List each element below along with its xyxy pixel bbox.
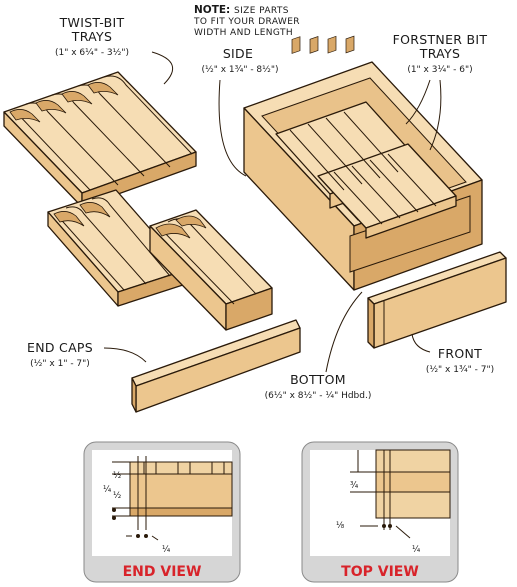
top-view-panel: ¾ ⅛ ¼ TOP VIEW <box>301 441 459 583</box>
label-bottom: BOTTOM (6½" x 8½" - ¼" Hdbd.) <box>265 291 372 401</box>
end-view-title: END VIEW <box>123 564 202 580</box>
end-view-panel: ¼ ½ ½ ¼ END VIEW <box>83 441 241 583</box>
side-dims: (½" x 1¾" - 8½") <box>201 65 278 75</box>
twist-bit-trays-title-2: TRAYS <box>71 29 112 44</box>
bottom-dims: (6½" x 8½" - ¼" Hdbd.) <box>265 391 372 401</box>
label-side: SIDE (½" x 1¾" - 8½") <box>201 46 279 177</box>
front-title: FRONT <box>438 346 482 361</box>
top-view-dim-c: ¼ <box>412 545 420 555</box>
label-end-caps: END CAPS (½" x 1" - 7") <box>27 340 147 369</box>
twist-bit-trays-dims: (1" x 6¼" - 3½") <box>55 48 129 58</box>
end-caps-dims: (½" x 1" - 7") <box>30 359 90 369</box>
twist-bit-trays-single <box>149 209 273 331</box>
top-view-title: TOP VIEW <box>341 564 419 580</box>
top-view-dim-b: ⅛ <box>336 521 344 531</box>
forstner-trays <box>275 35 457 239</box>
forstner-dims: (1" x 3¼" - 6") <box>407 65 472 75</box>
label-front: FRONT (½" x 1¾" - 7") <box>411 333 494 375</box>
end-view-dim-c: ½ <box>113 491 121 501</box>
end-view-dim-d: ¼ <box>162 545 170 555</box>
twist-bit-trays-title: TWIST-BIT <box>59 15 125 30</box>
twist-bit-trays-upper <box>3 71 197 208</box>
forstner-title-2: TRAYS <box>419 46 460 61</box>
front-panel-part <box>367 251 507 349</box>
side-title: SIDE <box>223 46 253 61</box>
end-view-dim-b: ½ <box>113 471 121 481</box>
front-dims: (½" x 1¾" - 7") <box>426 365 494 375</box>
label-forstner-bit-trays: FORSTNER BIT TRAYS (1" x 3¼" - 6") <box>393 32 488 151</box>
end-caps-title: END CAPS <box>27 340 93 355</box>
note-text: NOTE: SIZE PARTS TO FIT YOUR DRAWER WIDT… <box>193 4 300 38</box>
label-twist-bit-trays: TWIST-BIT TRAYS (1" x 6¼" - 3½") <box>55 15 174 85</box>
end-view-dim-a: ¼ <box>103 485 111 495</box>
top-view-dim-a: ¾ <box>350 481 358 491</box>
end-cap-part <box>131 319 301 413</box>
forstner-title: FORSTNER BIT <box>393 32 488 47</box>
note-line-3: WIDTH AND LENGTH <box>194 28 293 38</box>
drawer-box <box>243 35 483 291</box>
note-line-1: SIZE PARTS <box>234 6 289 16</box>
note-line-2: TO FIT YOUR DRAWER <box>193 17 300 27</box>
note-heading: NOTE: <box>194 4 230 16</box>
twist-bit-trays-lower <box>47 189 187 307</box>
bottom-title: BOTTOM <box>290 372 346 387</box>
